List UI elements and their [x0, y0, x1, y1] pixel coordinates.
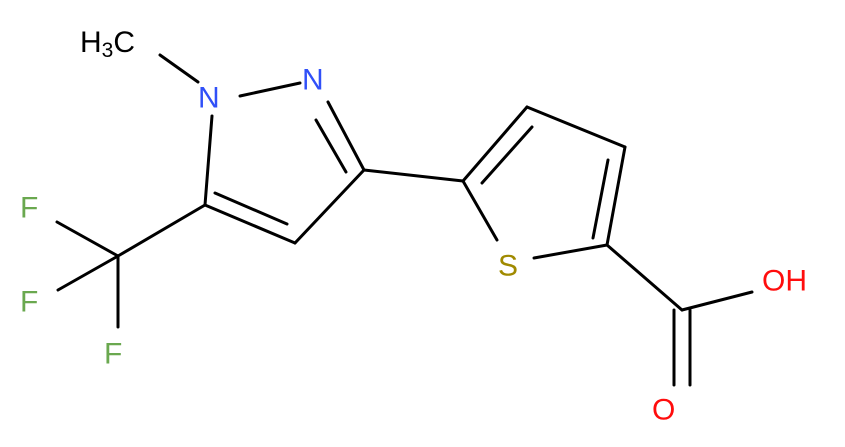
bond-c3-c4 [293, 168, 366, 245]
bond-c3t-c2t-inner [591, 158, 610, 240]
nitrogen-n2-label: N [302, 64, 324, 97]
bond-c4-c5-inner [213, 191, 289, 226]
sulfur-label: S [498, 250, 518, 283]
bond-c2t-cooh [605, 243, 684, 312]
bond-c5-cf3 [116, 203, 207, 258]
bond-cf3-f2 [56, 254, 120, 292]
bond-n2-c3-inner [314, 118, 348, 174]
bond-c4-c5 [203, 203, 297, 245]
fluorine-f1-label: F [20, 192, 38, 225]
bond-cf3-f1 [55, 220, 120, 258]
oxygen-label: O [652, 394, 675, 427]
bond-n1-n2 [238, 81, 302, 98]
bond-c3t-c2t [605, 145, 627, 247]
bond-s-c5t [461, 179, 499, 242]
bond-c5t-c4t [461, 105, 529, 183]
bond-c2t-s [532, 243, 609, 260]
nitrogen-n1-label: N [198, 82, 220, 115]
bond-n2-c3 [326, 100, 366, 172]
fluorine-f2-label: F [20, 286, 38, 319]
bond-c5t-c4t-inner [480, 125, 534, 185]
fluorine-f3-label: F [104, 338, 122, 371]
bond-c5-n1 [203, 114, 214, 207]
bond-c-oh [680, 290, 754, 312]
bond-c4t-c3t [525, 105, 627, 149]
methyl-label: H3C [80, 26, 135, 62]
hydroxyl-label: OH [762, 265, 807, 298]
bond-methyl-n1 [158, 53, 200, 84]
bond-pyrazole-thiophene [362, 168, 465, 183]
